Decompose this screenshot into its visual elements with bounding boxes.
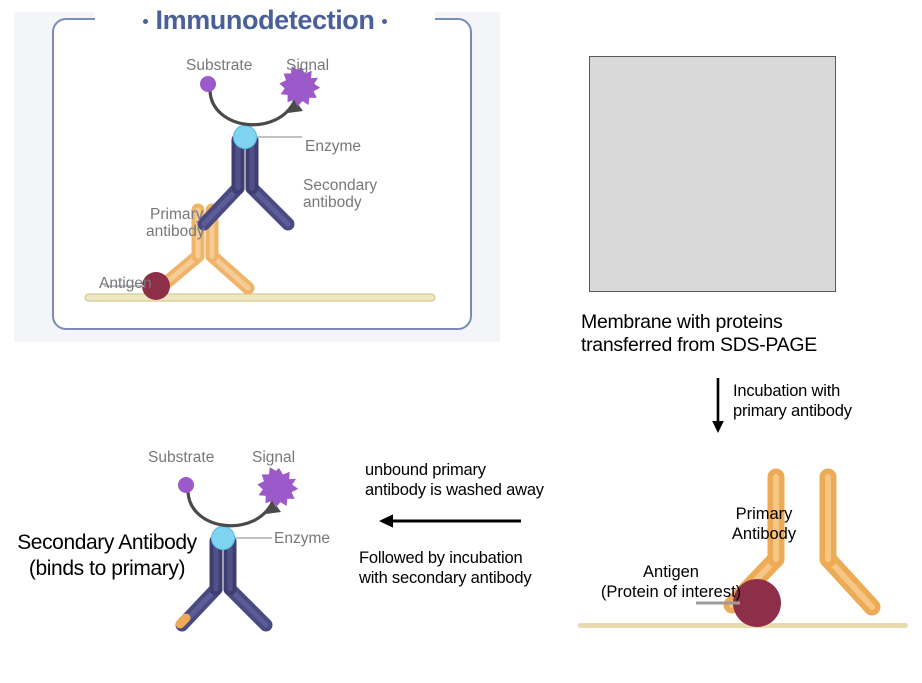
- reaction-arrow-icon: [186, 490, 281, 528]
- primary-antibody-remnant-icon: [175, 613, 191, 629]
- enzyme-icon: [210, 525, 236, 551]
- secondary-antibody-icon: [175, 534, 273, 632]
- page-title: Immunodetection: [155, 4, 375, 35]
- label-enzyme-bottom: Enzyme: [274, 530, 330, 547]
- membrane-line-icon: [578, 623, 908, 628]
- incubation-note-line2: primary antibody: [733, 401, 852, 420]
- wash-note-line1: unbound primary: [365, 461, 486, 479]
- label-secondary-antibody-line1: Secondary: [303, 177, 378, 194]
- immunodetection-title-group: Immunodetection: [95, 0, 435, 40]
- label-enzyme: Enzyme: [305, 138, 361, 155]
- label-antigen: Antigen: [99, 275, 152, 292]
- wash-note-line2: antibody is washed away: [365, 480, 544, 499]
- substrate-icon: [178, 477, 194, 493]
- signal-icon: [257, 467, 299, 508]
- secondary-antibody-icon: [197, 133, 295, 231]
- title-dot-right-icon: [381, 18, 387, 24]
- label-signal-bottom: Signal: [252, 449, 296, 466]
- membrane-caption-line2: transferred from SDS-PAGE: [581, 334, 817, 357]
- label-secondary-antibody-line2: antibody: [303, 194, 362, 211]
- primary-antibody-icon: [153, 203, 255, 295]
- label-substrate-bottom: Substrate: [148, 449, 215, 466]
- antigen-label-line2: (Protein of interest): [600, 582, 742, 601]
- immunodetection-panel: [52, 18, 472, 330]
- substrate-icon: [200, 76, 216, 92]
- label-substrate: Substrate: [186, 57, 253, 74]
- secondary-antibody-caption-line1: Secondary Antibody: [17, 531, 197, 554]
- title-dot-left-icon: [143, 18, 149, 24]
- reaction-arrow-icon: [208, 89, 303, 127]
- enzyme-icon: [232, 124, 258, 150]
- antigen-icon: [733, 579, 781, 627]
- membrane-caption-line1: Membrane with proteins: [581, 311, 783, 333]
- antigen-label: Antigen(Protein of interest): [591, 563, 751, 603]
- primary-binding-illustration: [578, 468, 908, 628]
- antigen-icon: [142, 272, 170, 300]
- incubation-arrow-down-icon: [712, 378, 724, 433]
- label-primary-antibody-line2: antibody: [146, 223, 205, 240]
- primary-antibody-label-line2: Antibody: [731, 524, 797, 543]
- label-primary-antibody-line1: Primary: [150, 206, 204, 223]
- secondary-antibody-caption-line2: (binds to primary): [28, 557, 186, 581]
- secondary-note-line2: with secondary antibody: [359, 568, 532, 587]
- secondary-note-line1: Followed by incubation: [359, 549, 523, 567]
- incubation-note-line1: Incubation with: [733, 382, 841, 400]
- secondary-binding-illustration: [175, 467, 299, 632]
- membrane-square: [589, 56, 836, 292]
- secondary-antibody-caption: Secondary Antibody (binds to primary): [2, 530, 212, 583]
- antigen-label-line1: Antigen: [643, 563, 699, 581]
- wash-arrow-left-icon: [379, 514, 521, 528]
- signal-icon: [279, 66, 321, 107]
- membrane-bar-icon: [84, 293, 436, 302]
- label-signal: Signal: [286, 57, 330, 74]
- primary-antibody-label-line1: Primary: [735, 505, 793, 523]
- immunodetection-illustration: [84, 66, 436, 302]
